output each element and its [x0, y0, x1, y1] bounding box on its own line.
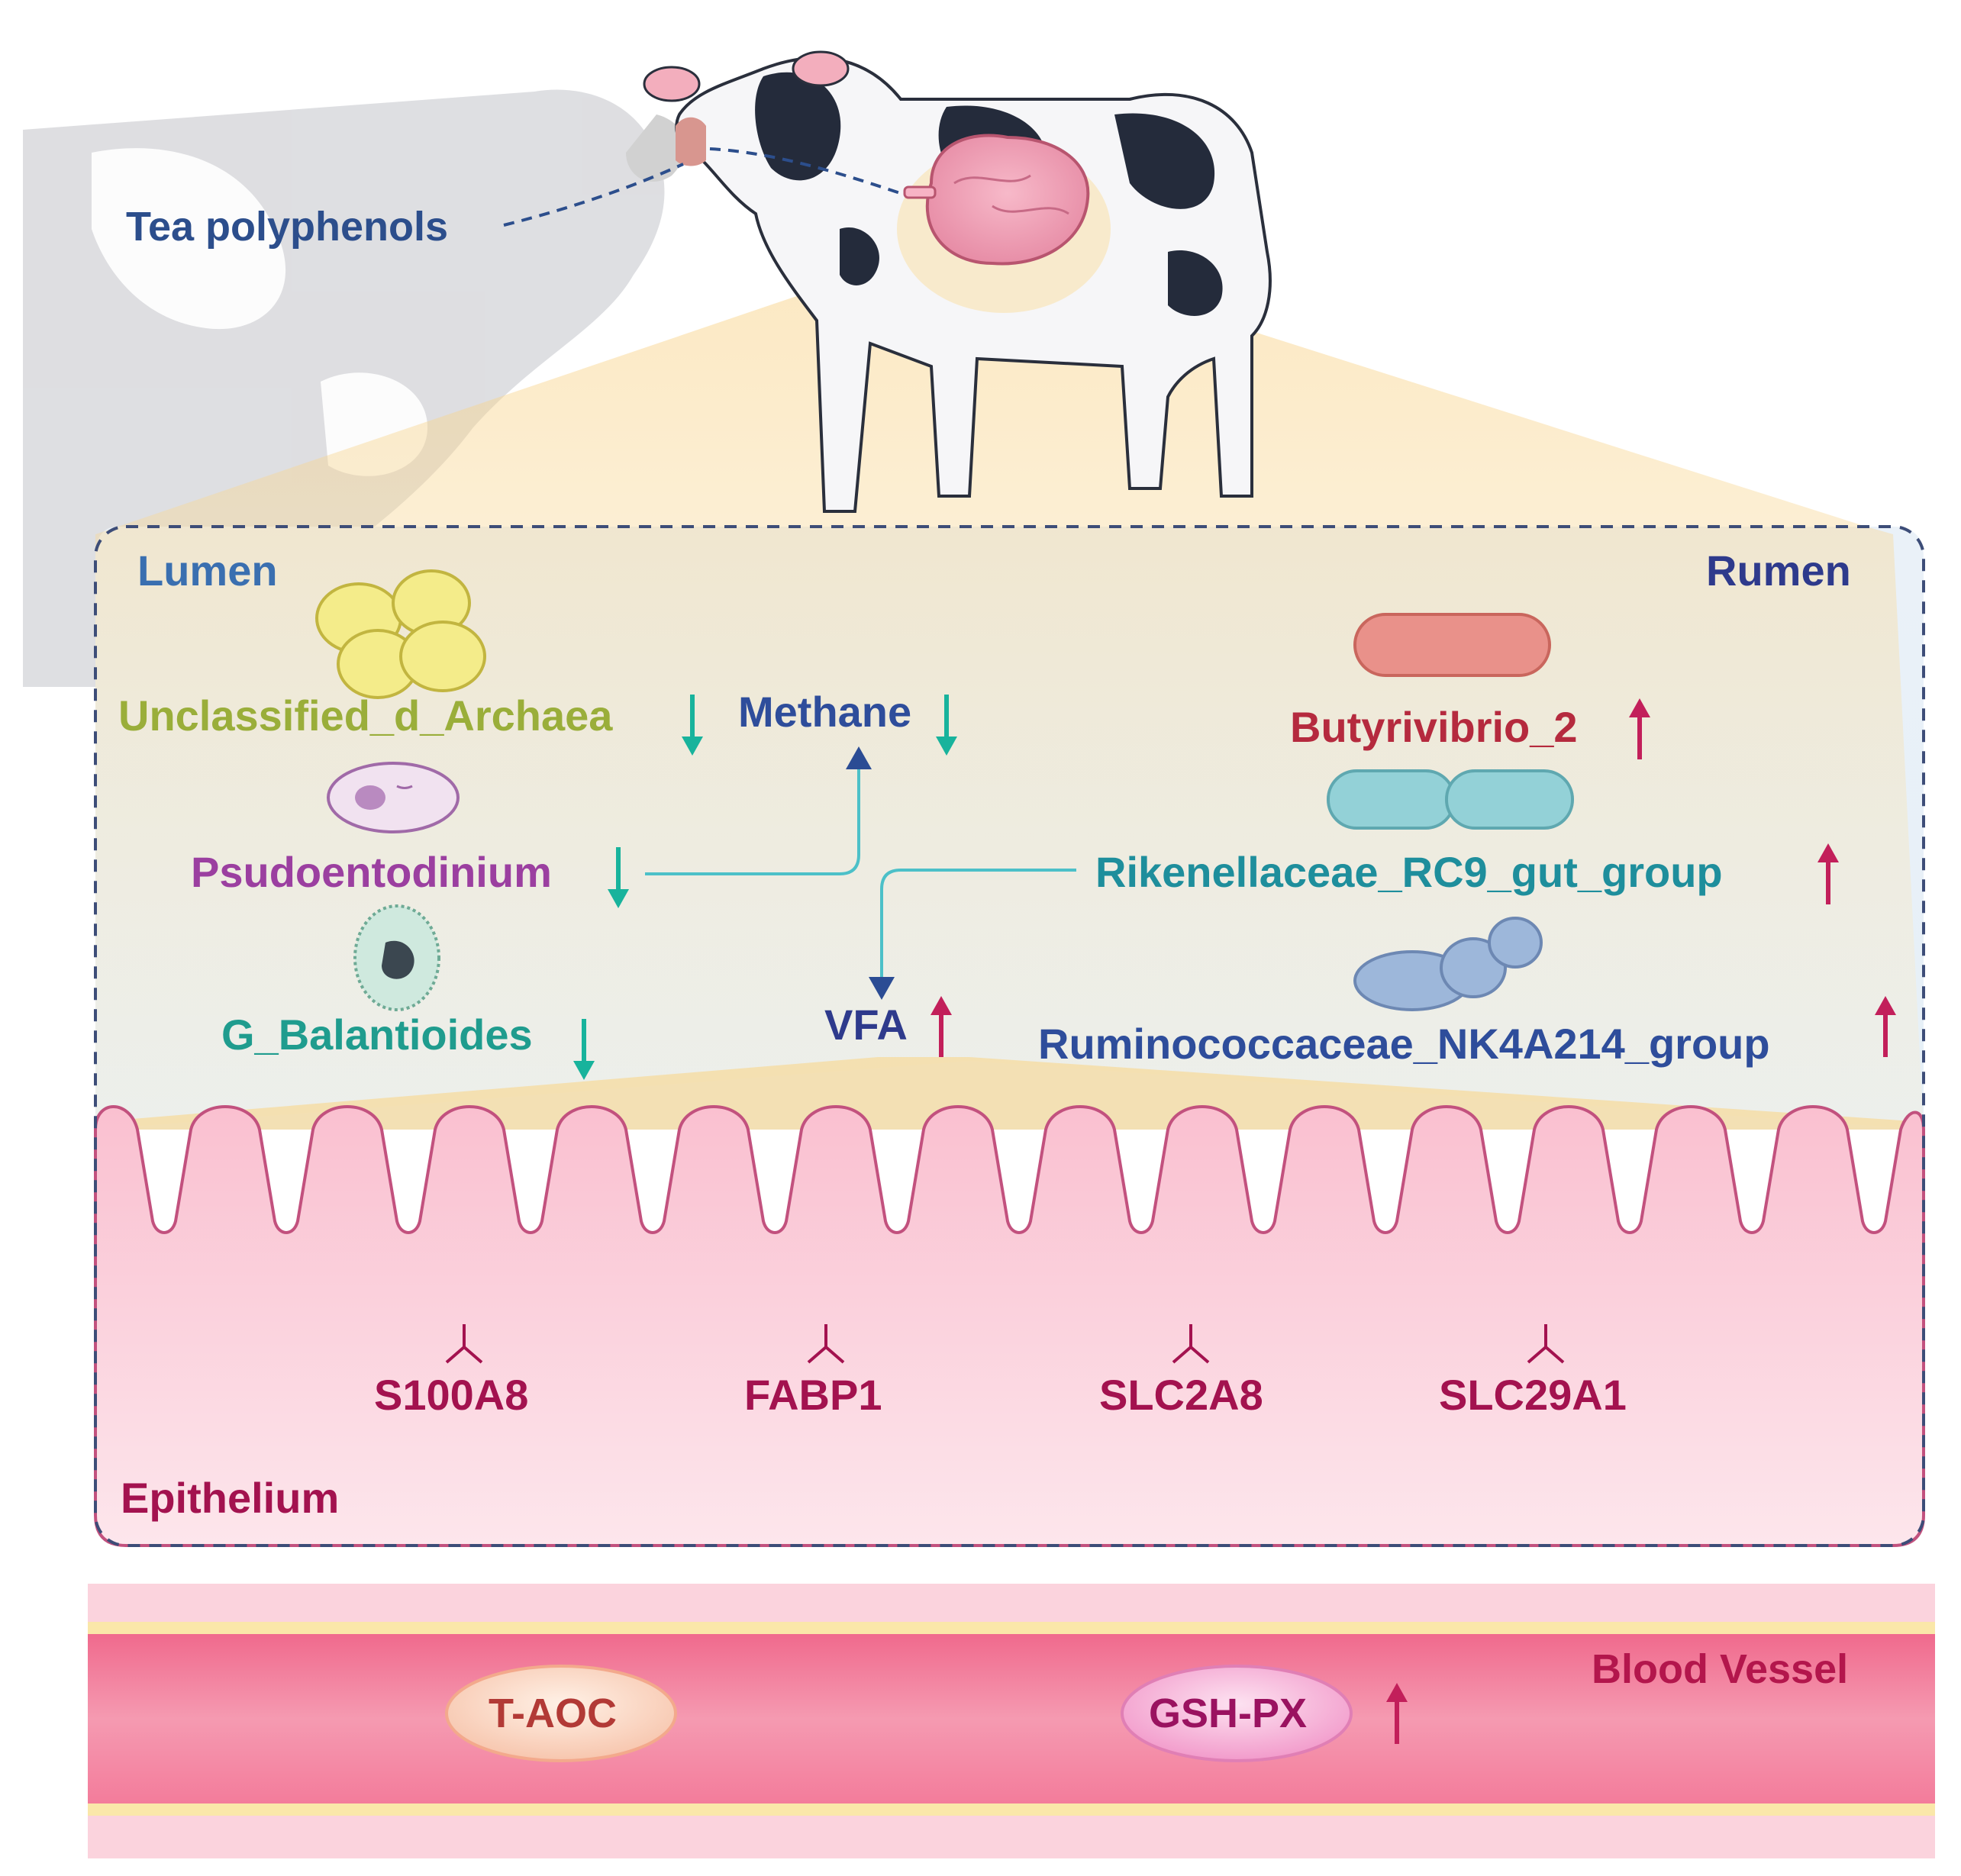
butyrivibrio-bacterium-icon [1353, 613, 1551, 677]
ruminococcaceae-label: Ruminococcaceae_NK4A214_group [1038, 1020, 1770, 1068]
butyrivibrio-up-arrow [1629, 698, 1650, 759]
background-cow-illustration [23, 89, 685, 809]
rikenellaceae-up-arrow [1817, 843, 1839, 904]
protozoa-cell-icon [327, 762, 460, 833]
ruminococcaceae-bacterium-icon [1353, 917, 1543, 1011]
balantioides-down-arrow [573, 1019, 595, 1080]
receptor-icons [445, 1324, 1565, 1364]
vfa-up-arrow [931, 996, 952, 1057]
archaea-down-arrow [682, 695, 703, 756]
epithelium-label: Epithelium [121, 1474, 340, 1522]
gsh-px-oval [1121, 1665, 1353, 1762]
gsh-px-label: GSH-PX [1149, 1691, 1308, 1736]
rumen-section-frame [94, 525, 1925, 1547]
tea-polyphenols-connector [503, 147, 905, 227]
blood-vessel [88, 1584, 1935, 1858]
vfa-pathway-arrowhead [869, 977, 895, 1000]
psudoentodinium-down-arrow [608, 847, 629, 908]
gene-slc2a8-label: SLC2A8 [1099, 1371, 1263, 1419]
psudoentodinium-label: Psudoentodinium [191, 848, 552, 896]
psudoentodinium-to-methane-connector [645, 763, 860, 875]
archaea-label: Unclassified_d_Archaea [118, 691, 613, 740]
methane-label: Methane [738, 688, 912, 736]
rikenellaceae-to-vfa-connector [880, 869, 1076, 985]
methane-pathway-arrowhead [846, 746, 872, 769]
rikenellaceae-label: Rikenellaceae_RC9_gut_group [1095, 848, 1723, 896]
t-aoc-label: T-AOC [489, 1691, 617, 1736]
ciliate-cell-icon [353, 904, 440, 1011]
gene-slc29a1-label: SLC29A1 [1439, 1371, 1627, 1419]
rikenellaceae-bacterium-icon [1327, 769, 1574, 830]
methane-down-arrow [936, 695, 957, 756]
balantioides-label: G_Balantioides [221, 1011, 533, 1059]
gene-s100a8-label: S100A8 [374, 1371, 529, 1419]
lumen-label: Lumen [137, 546, 278, 595]
butyrivibrio-label: Butyrivibrio_2 [1290, 703, 1578, 751]
gene-fabp1-label: FABP1 [744, 1371, 882, 1419]
vfa-label: VFA [824, 1001, 908, 1049]
ruminococcaceae-up-arrow [1875, 996, 1896, 1057]
archaea-cluster-icon [315, 569, 486, 699]
cow-illustration [643, 50, 1272, 513]
t-aoc-oval [445, 1665, 677, 1762]
tea-polyphenols-label: Tea polyphenols [126, 204, 449, 250]
zoom-beam [95, 259, 1924, 1130]
blood-vessel-label: Blood Vessel [1592, 1646, 1849, 1692]
rumen-label: Rumen [1706, 546, 1851, 595]
gsh-px-up-arrow [1386, 1683, 1408, 1744]
epithelium-villi [94, 1105, 1925, 1547]
